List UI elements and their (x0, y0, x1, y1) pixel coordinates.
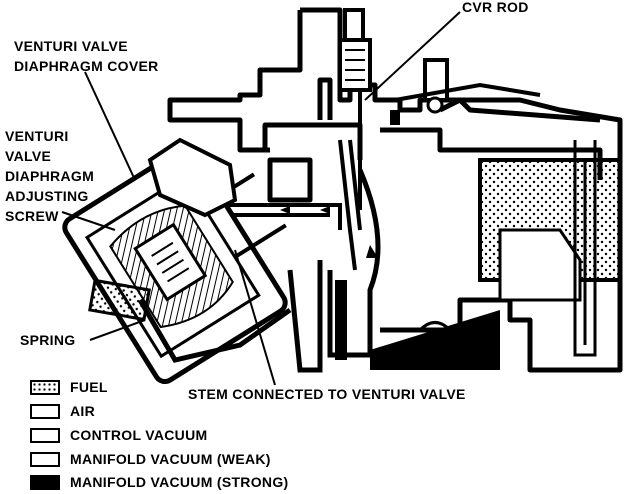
callout-adjusting-screw-line2: VALVE (5, 148, 52, 164)
adjusting-screw (88, 278, 151, 322)
carburetor-body (167, 7, 623, 373)
callout-adjusting-screw-line1: VENTURI (5, 128, 69, 144)
callout-adjusting-screw-line5: SCREW (5, 208, 59, 224)
legend-item-control-vacuum: CONTROL VACUUM (30, 425, 207, 445)
callout-cvr-rod: CVR ROD (462, 0, 529, 15)
legend-label-control-vacuum: CONTROL VACUUM (70, 427, 208, 443)
callout-diaphragm-cover: VENTURI VALVE DIAPHRAGM COVER (14, 36, 159, 76)
leader-lines (61, 11, 461, 386)
legend-label-air: AIR (70, 403, 96, 419)
legend-item-manifold-strong: MANIFOLD VACUUM (STRONG) (30, 472, 288, 492)
callout-adjusting-screw-line3: DIAPHRAGM (5, 168, 95, 184)
legend-item-air: AIR (30, 401, 95, 421)
legend-label-fuel: FUEL (70, 379, 108, 395)
main-jet-tube (573, 140, 597, 357)
strong-vacuum-area (370, 310, 500, 370)
legend-label-manifold-weak: MANIFOLD VACUUM (WEAK) (70, 451, 271, 467)
legend-swatch-air (30, 403, 60, 419)
legend-swatch-manifold-weak (30, 451, 60, 467)
callout-adjusting-screw-line4: ADJUSTING (5, 188, 89, 204)
legend-item-manifold-weak: MANIFOLD VACUUM (WEAK) (30, 449, 271, 469)
legend-item-fuel: FUEL (30, 377, 108, 397)
callout-stem: STEM CONNECTED TO VENTURI VALVE (188, 386, 466, 402)
legend-swatch-manifold-strong (30, 474, 60, 490)
vacuum-passage (190, 139, 362, 271)
callout-spring: SPRING (20, 332, 76, 348)
throttle-bore (327, 169, 381, 358)
legend-label-manifold-strong: MANIFOLD VACUUM (STRONG) (70, 474, 289, 490)
legend-swatch-fuel (30, 379, 60, 395)
callout-diaphragm-cover-line2: DIAPHRAGM COVER (14, 58, 159, 74)
callout-adjusting-screw: VENTURI VALVE DIAPHRAGM ADJUSTING SCREW (5, 126, 94, 226)
diaphragm-cover (147, 137, 238, 218)
callout-diaphragm-cover-line1: VENTURI VALVE (14, 38, 128, 54)
cvr-rod-assembly (338, 8, 372, 210)
legend-swatch-control-vacuum (30, 427, 60, 443)
